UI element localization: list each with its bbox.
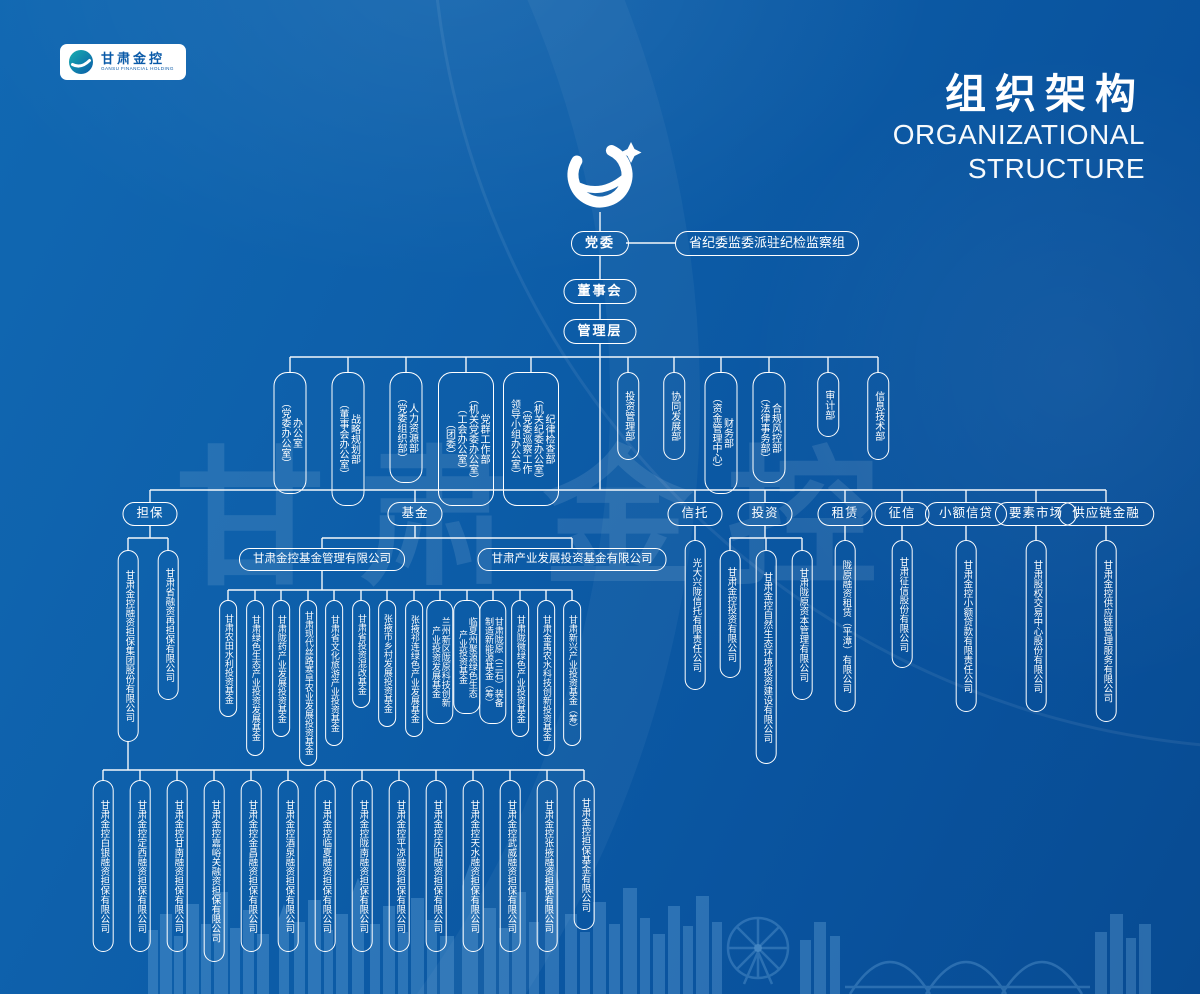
dept-investment-management: 投资管理部 [617, 372, 639, 460]
fund-item-8: 张掖祁连绿色产业发展基金 [405, 600, 423, 737]
sector-investment: 投资 [737, 502, 793, 526]
sector-guarantee: 担保 [122, 502, 178, 526]
company-guarantee-tianshui: 甘肃金控天水融资担保有限公司 [462, 780, 484, 952]
page-subtitle-line1: ORGANIZATIONAL [892, 119, 1145, 150]
dept-strategy-planning: 战略规划部 （董事会办公室） [331, 372, 365, 506]
fund-item-2: 甘肃绿色生态产业投资发展基金 [246, 600, 264, 756]
page-subtitle-line2: STRUCTURE [967, 153, 1145, 185]
company-guarantee-jiayuguan: 甘肃金控嘉峪关融资担保有限公司 [203, 780, 225, 962]
company-leasing: 陇原融资租赁（平潭）有限公司 [834, 540, 856, 712]
sector-fund: 基金 [387, 502, 443, 526]
company-re-guarantee: 甘肃省融资再担保有限公司 [157, 550, 179, 700]
fund-item-7: 张掖市乡村发展投资基金 [378, 600, 396, 727]
company-investment-2: 甘肃金控自然生态环境投资建设有限公司 [755, 550, 777, 764]
brand-logo-icon [69, 50, 93, 74]
company-guarantee-baiyin: 甘肃金控白银融资担保有限公司 [92, 780, 114, 952]
company-investment-1: 甘肃金控投资有限公司 [719, 550, 741, 678]
company-guarantee-pingliang: 甘肃金控平凉融资担保有限公司 [388, 780, 410, 952]
company-guarantee-dingxi: 甘肃金控定西融资担保有限公司 [129, 780, 151, 952]
company-microloan: 甘肃金控小额贷款有限责任公司 [955, 540, 977, 712]
company-equity-exchange: 甘肃股权交易中心股份有限公司 [1025, 540, 1047, 712]
company-guarantee-fund: 甘肃金控担保基金有限公司 [573, 780, 595, 930]
node-management: 管理层 [563, 319, 637, 344]
page-subtitle: ORGANIZATIONAL STRUCTURE [893, 118, 1145, 186]
company-guarantee-gannan: 甘肃金控甘南融资担保有限公司 [166, 780, 188, 952]
page-title: 组织架构 [945, 71, 1145, 117]
fund-item-5: 甘肃省文化旅游产业投资基金 [325, 600, 343, 746]
company-industry-development-fund: 甘肃产业发展投资基金有限公司 [477, 548, 667, 571]
dept-audit: 审计部 [817, 372, 839, 437]
node-discipline-inspection-group: 省纪委监委派驻纪检监察组 [674, 231, 860, 256]
dept-human-resources: 人力资源部 （党委组织部） [389, 372, 423, 483]
company-guarantee-qingyang: 甘肃金控庆阳融资担保有限公司 [425, 780, 447, 952]
dept-compliance-risk: 合规风控部 （法律事务部） [752, 372, 786, 483]
company-investment-3: 甘肃陇原资本管理有限公司 [791, 550, 813, 700]
company-guarantee-wuwei: 甘肃金控武威融资担保有限公司 [499, 780, 521, 952]
center-logo-icon [567, 142, 642, 208]
fund-item-10: 临夏州聚源绿色生态 产业投资基金 [453, 600, 481, 714]
sector-supply-chain-finance: 供应链金融 [1058, 502, 1154, 526]
dept-coordinated-development: 协同发展部 [663, 372, 685, 460]
company-guarantee-zhangye: 甘肃金控张掖融资担保有限公司 [536, 780, 558, 952]
dept-finance: 财务部 （资金管理中心） [704, 372, 738, 494]
company-credit-reporting: 甘肃征信股份有限公司 [891, 540, 913, 668]
node-board-of-directors: 董事会 [563, 279, 637, 304]
fund-item-12: 甘肃陇微绿色产业投资基金 [511, 600, 529, 737]
dept-office: 办公室 （党委办公室） [273, 372, 307, 494]
brand-name-cn: 甘肃金控 [101, 50, 166, 66]
fund-item-1: 甘肃农田水利投资基金 [219, 600, 237, 717]
company-trust: 光大兴陇信托有限责任公司 [684, 540, 706, 690]
company-supply-chain: 甘肃金控供应链管理服务有限公司 [1095, 540, 1117, 722]
dept-discipline-inspection: 纪律检查部 （机关纪委办公室） （党委巡察工作 领导小组办公室） [503, 372, 559, 506]
company-fund-manager: 甘肃金控基金管理有限公司 [239, 548, 405, 571]
company-guarantee-group: 甘肃金控融资担保集团股份有限公司 [117, 550, 139, 742]
dept-information-technology: 信息技术部 [867, 372, 889, 460]
sector-leasing: 租赁 [817, 502, 873, 526]
company-guarantee-jinchang: 甘肃金控金昌融资担保有限公司 [240, 780, 262, 952]
fund-item-9: 兰州新区陇原科技创新 产业投资发展基金 [426, 600, 454, 724]
fund-item-11: 甘肃陇原（三石）装备 制造新能源基金（筹） [479, 600, 507, 724]
sector-credit-reporting: 征信 [874, 502, 930, 526]
company-guarantee-jiuquan: 甘肃金控酒泉融资担保有限公司 [277, 780, 299, 952]
sector-trust: 信托 [667, 502, 723, 526]
company-guarantee-longnan: 甘肃金控陇南融资担保有限公司 [351, 780, 373, 952]
brand-name-en: GANSU FINANCIAL HOLDING [101, 66, 174, 72]
fund-item-4: 甘肃现代丝路寒旱农业发展投资基金 [299, 600, 317, 766]
company-guarantee-linxia: 甘肃金控临夏融资担保有限公司 [314, 780, 336, 952]
brand-logo-badge: 甘肃金控 GANSU FINANCIAL HOLDING [60, 44, 186, 80]
fund-item-14: 甘肃新兴产业投资基金（筹） [563, 600, 581, 746]
fund-item-13: 甘肃金禹农水科技创新投资基金 [537, 600, 555, 756]
dept-party-mass-work: 党群工作部 （机关党委办公室） （工会办公室） （团委） [438, 372, 494, 506]
fund-item-6: 甘肃省投资混改基金 [352, 600, 370, 708]
node-party-committee: 党委 [570, 231, 630, 256]
fund-item-3: 甘肃陇药产业发展投资基金 [272, 600, 290, 737]
